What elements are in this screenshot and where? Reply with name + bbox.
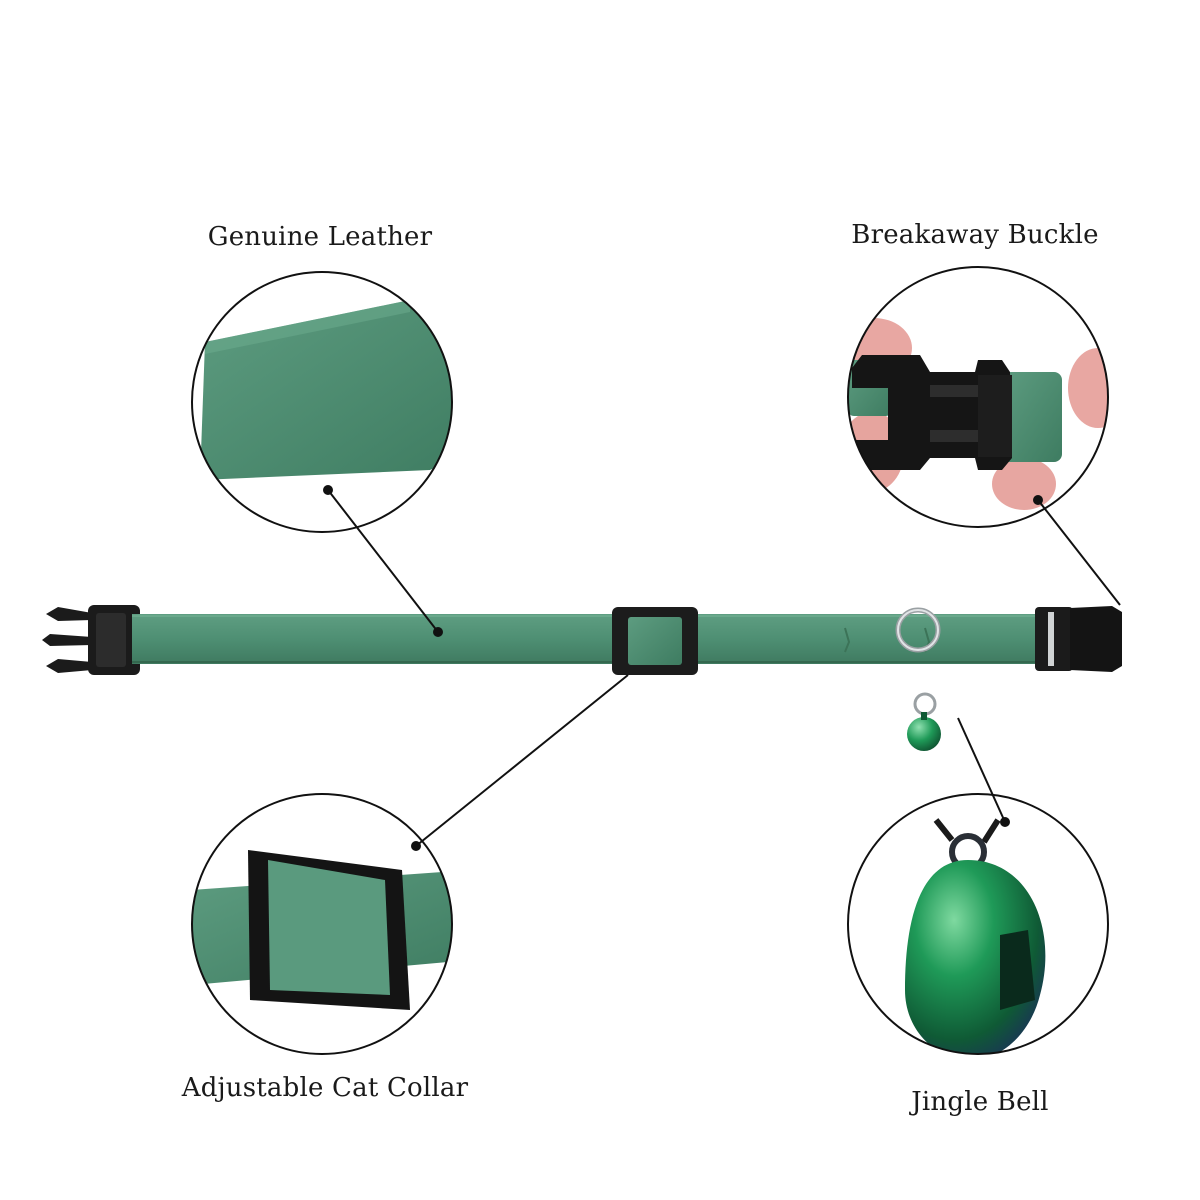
genuine-leather-label: Genuine Leather xyxy=(207,222,433,252)
adjustable-cat-collar-label: Adjustable Cat Collar xyxy=(181,1073,469,1103)
collar-strap xyxy=(42,605,1122,751)
callout-lines xyxy=(323,485,1121,851)
genuine-leather-detail xyxy=(191,271,453,533)
jingle-bell-detail xyxy=(847,793,1109,1055)
breakaway-buckle-label: Breakaway Buckle xyxy=(851,220,1099,250)
left-buckle xyxy=(42,605,140,675)
d-ring xyxy=(895,607,941,653)
adjuster-slide xyxy=(612,607,698,675)
breakaway-buckle-detail xyxy=(847,266,1109,528)
small-bell xyxy=(907,692,941,751)
right-buckle xyxy=(1035,606,1122,672)
adjustable-collar-detail xyxy=(191,793,453,1055)
jingle-bell-label: Jingle Bell xyxy=(911,1087,1049,1117)
